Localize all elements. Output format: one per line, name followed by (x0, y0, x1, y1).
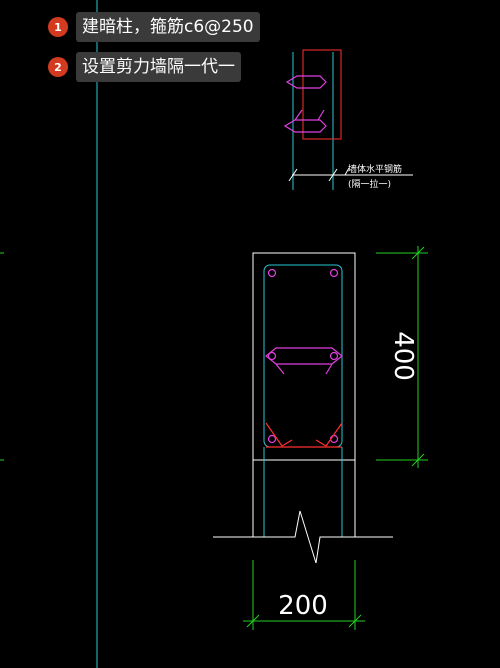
annotation-1-text: 建暗柱，箍筋c6@250 (76, 12, 260, 42)
middle-tie (265, 347, 343, 375)
wall-rebar-detail (283, 49, 413, 190)
detail-label-line1: 墙体水平钢筋 (348, 163, 402, 175)
detail-label-line2: (隔一拉一) (348, 178, 391, 190)
stirrup-hooks (265, 422, 343, 448)
break-line (213, 510, 393, 564)
annotation-2-badge: 2 (48, 57, 68, 77)
dimension-height (376, 246, 428, 468)
dimension-width-label: 200 (278, 591, 328, 621)
annotation-2: 2 设置剪力墙隔一代一 (48, 52, 241, 82)
hidden-column-section (252, 252, 356, 537)
annotation-2-text: 设置剪力墙隔一代一 (76, 52, 241, 82)
dimension-height-label: 400 (388, 331, 418, 381)
annotation-1: 1 建暗柱，箍筋c6@250 (48, 12, 260, 42)
dimension-width (243, 560, 365, 630)
annotation-1-badge: 1 (48, 17, 68, 37)
longitudinal-rebars (267, 268, 339, 444)
